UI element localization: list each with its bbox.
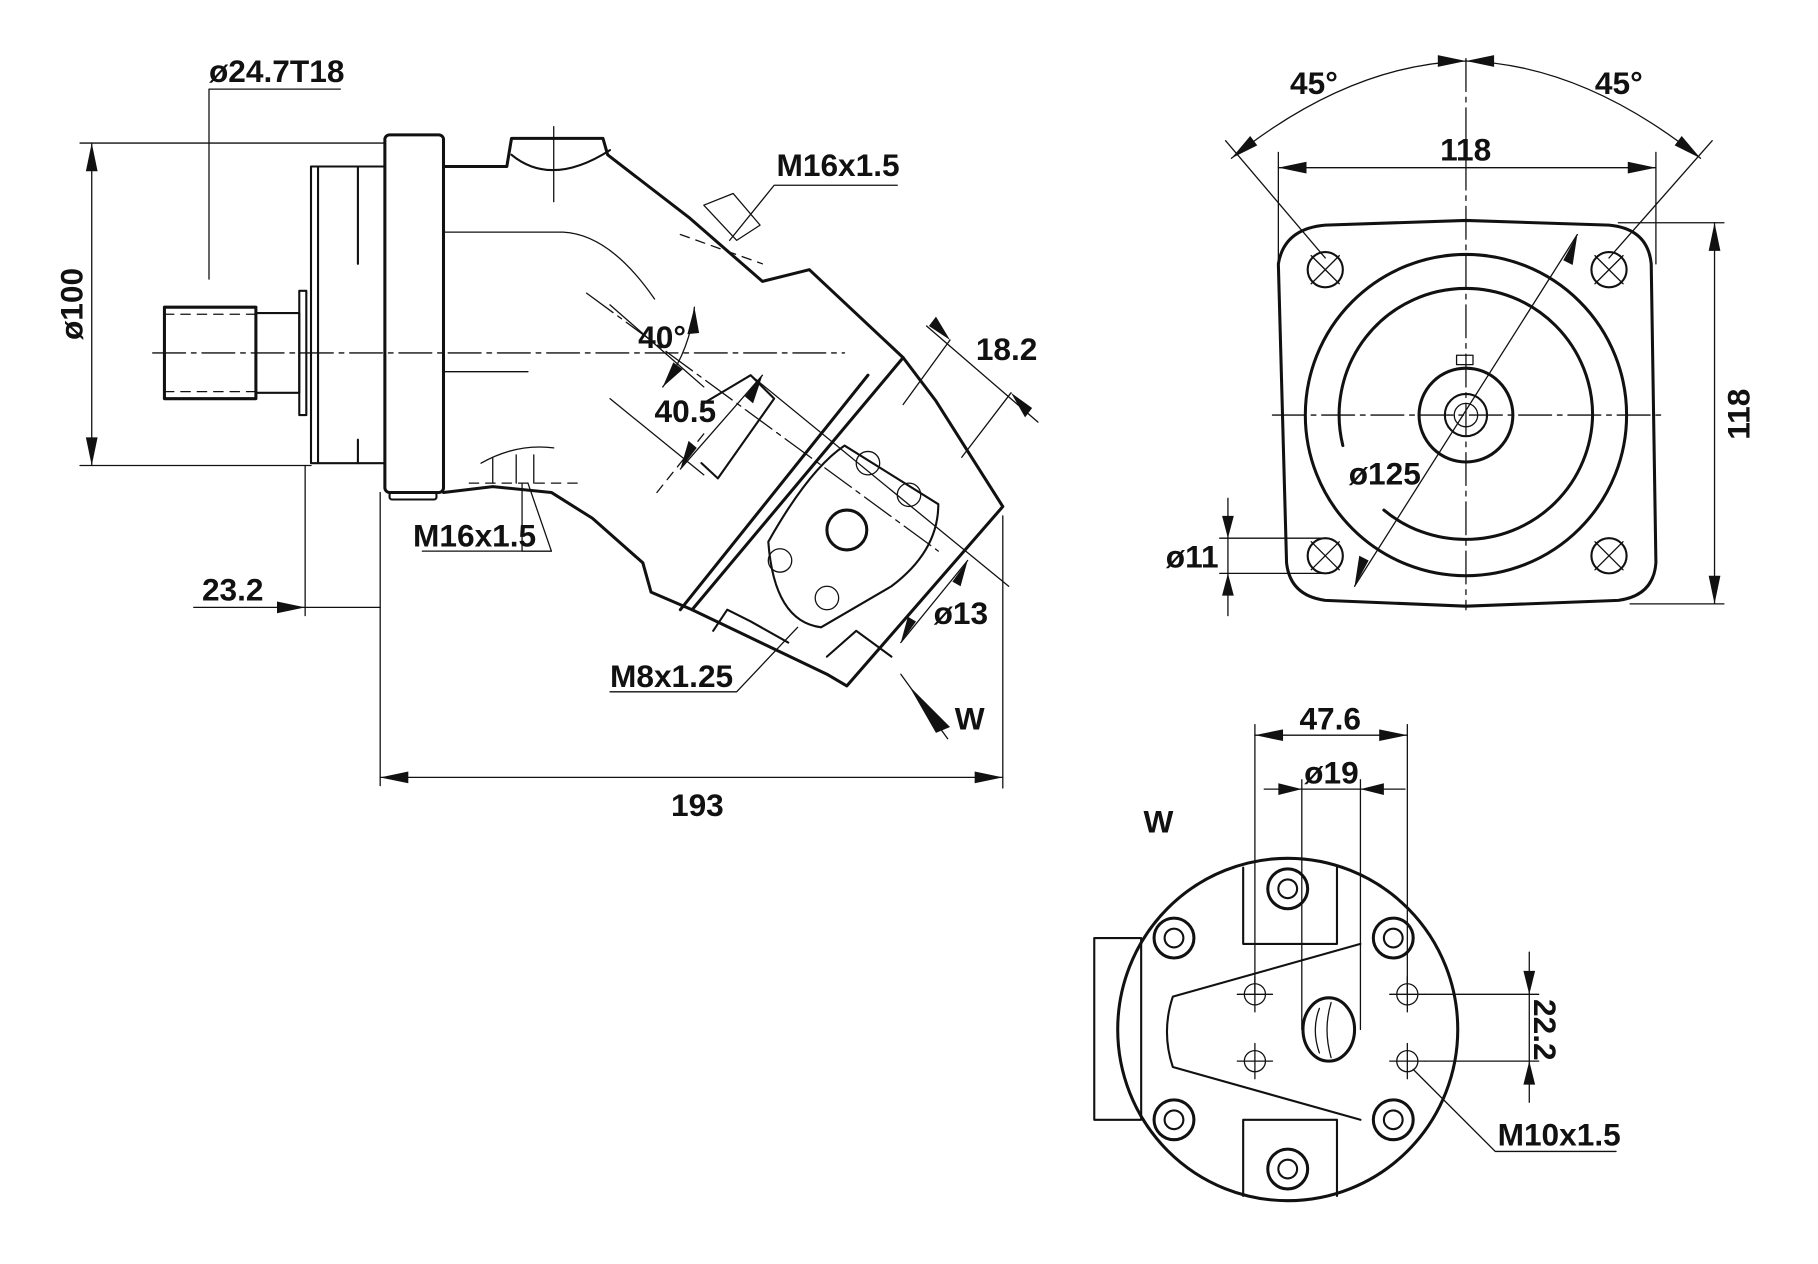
dim-overall-length: 193 (379, 515, 1004, 823)
dim-pilot-diameter: ø125 (1349, 233, 1578, 587)
side-view: ø24.7T18 ø100 M16x1.5 M16x1.5 40° (53, 53, 1039, 823)
label-flange-offset: 23.2 (202, 571, 264, 607)
housing (441, 125, 1010, 688)
dim-flange-diameter: ø100 (53, 142, 386, 467)
label-port-width: 18.2 (976, 331, 1038, 367)
label-height: 118 (1721, 389, 1757, 440)
dim-width: 118 (1277, 132, 1657, 265)
w-view: W 47.6 (1093, 700, 1621, 1203)
dim-port-bottom-thread: M16x1.5 (413, 482, 553, 553)
dim-thread: M10x1.5 (1412, 1068, 1621, 1153)
dim-height: 118 (1617, 222, 1757, 605)
dim-bent-angle: 40° (638, 306, 700, 388)
label-mount-hole: ø11 (1166, 539, 1219, 575)
w-view-bolts (1152, 867, 1415, 1191)
dim-port-offset: 40.5 (655, 374, 764, 470)
dim-mount-hole: ø11 (1166, 497, 1326, 617)
label-angle-right: 45° (1595, 65, 1643, 101)
label-bent-angle: 40° (638, 319, 686, 355)
dim-port-top-thread: M16x1.5 (728, 147, 900, 242)
label-width: 118 (1440, 132, 1491, 168)
dim-shaft-spline: ø24.7T18 (208, 53, 344, 280)
label-pilot-diameter: ø125 (1349, 455, 1421, 491)
dim-bolt-spacing: 47.6 (1254, 700, 1408, 995)
dim-bolt-thread: M8x1.25 (609, 626, 799, 694)
w-view-threads (1236, 976, 1426, 1080)
dim-thread-spacing: 22.2 (1424, 951, 1563, 1103)
label-thread-spacing: 22.2 (1527, 999, 1563, 1061)
label-bolt-hole: ø13 (934, 595, 989, 631)
dim-port-width: 18.2 (902, 316, 1039, 458)
view-w-marker: W (900, 673, 985, 740)
label-bolt-spacing: 47.6 (1299, 700, 1361, 736)
front-view: 45° 45° 118 118 ø125 (1166, 55, 1757, 617)
label-thread: M10x1.5 (1498, 1117, 1621, 1153)
label-flange-diameter: ø100 (53, 268, 89, 340)
label-port-diameter: ø19 (1304, 754, 1359, 790)
flange (309, 133, 446, 501)
label-angle-left: 45° (1290, 65, 1338, 101)
label-view-marker: W (955, 700, 985, 736)
label-bolt-thread: M8x1.25 (610, 658, 733, 694)
dim-angles: 45° 45° (1224, 55, 1713, 259)
label-w-view-title: W (1144, 804, 1174, 840)
label-port-offset: 40.5 (655, 393, 717, 429)
dim-bolt-hole: ø13 (900, 559, 989, 644)
label-port-top-thread: M16x1.5 (777, 147, 900, 183)
dim-port-diameter: ø19 (1263, 754, 1406, 1031)
mount-holes (1306, 251, 1628, 575)
label-shaft-spline: ø24.7T18 (209, 53, 344, 89)
label-overall-length: 193 (671, 787, 724, 823)
label-port-bottom-thread: M16x1.5 (413, 517, 536, 553)
dim-flange-offset: 23.2 (193, 464, 381, 787)
